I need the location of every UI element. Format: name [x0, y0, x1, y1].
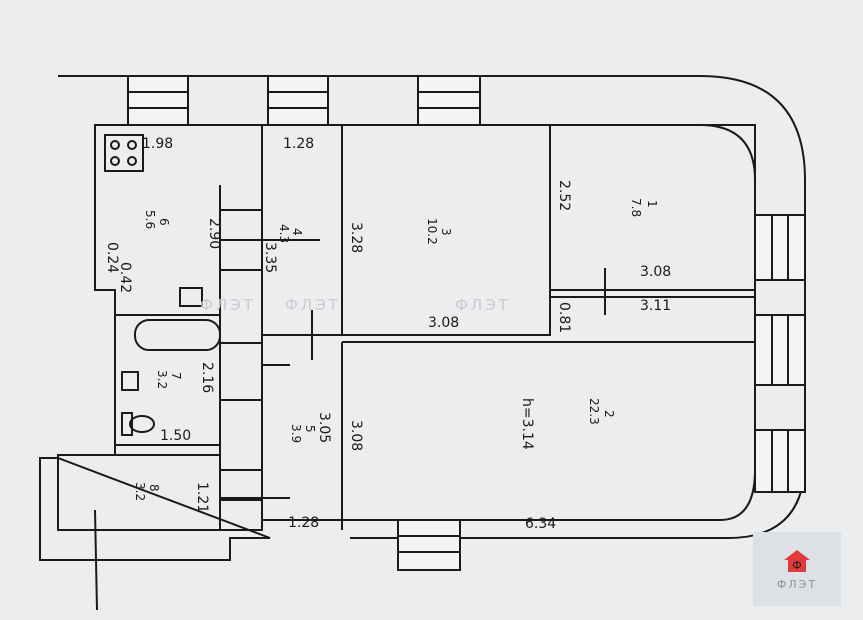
dimension-label: 3.11 [640, 298, 671, 314]
room-number: 6 [157, 218, 171, 226]
dimension-label: 0.42 [117, 262, 133, 293]
interior-walls [57, 124, 756, 611]
room-number: 7 [169, 372, 183, 380]
height-label: h=3.14 [519, 398, 535, 450]
dimensions: 1.98 1.28 2.90 3.35 3.28 2.52 0.24 0.42 … [104, 136, 671, 532]
room-area: 3.9 [289, 424, 303, 443]
room-area: 10.2 [425, 218, 439, 245]
dimension-label: 1.21 [194, 482, 210, 513]
room-area: 22.3 [587, 398, 601, 425]
windows [127, 75, 806, 571]
room-area: 4.3 [277, 224, 291, 243]
dimension-label: 2.90 [206, 218, 222, 249]
room-number: 3 [439, 228, 453, 236]
watermark-text: ФЛЭТ [200, 296, 256, 314]
dimension-label: 3.08 [640, 264, 671, 280]
watermark-text: ФЛЭТ [285, 296, 341, 314]
watermark: ФЛЭТ ФЛЭТ ФЛЭТ [200, 296, 511, 314]
room-number: 2 [602, 410, 616, 418]
logo-icon: Ф [784, 549, 810, 572]
dimension-label: 1.50 [160, 428, 191, 444]
dimension-label: 1.98 [142, 136, 173, 152]
room-area: 3.2 [155, 370, 169, 389]
dimension-label: 3.28 [348, 222, 364, 253]
dimension-label: 1.28 [283, 136, 314, 152]
dimension-label: 2.52 [556, 180, 572, 211]
room-area: 3.2 [133, 482, 147, 501]
room-number: 4 [290, 228, 304, 236]
dimension-label: 0.81 [556, 302, 572, 333]
dimension-label: 3.05 [316, 412, 332, 443]
dimension-label: 3.08 [428, 315, 459, 331]
room-number: 8 [147, 484, 161, 492]
brand-logo: Ф ФЛЭТ [753, 532, 841, 606]
room-area: 7.8 [629, 198, 643, 217]
logo-text: ФЛЭТ [776, 577, 818, 591]
room-labels: 6 5.6 4 4.3 3 10.2 1 7.8 7 3.2 5 3.9 2 2… [133, 198, 659, 501]
dimension-label: 0.24 [104, 242, 120, 273]
room-area: 5.6 [143, 210, 157, 229]
room-number: 5 [303, 425, 317, 433]
dimension-label: 6.34 [525, 516, 556, 532]
room-number: 1 [645, 200, 659, 208]
svg-text:Ф: Ф [792, 559, 801, 572]
dimension-label: 3.35 [262, 242, 278, 273]
dimension-label: 3.08 [348, 420, 364, 451]
watermark-text: ФЛЭТ [455, 296, 511, 314]
dimension-label: 2.16 [199, 362, 215, 393]
dimension-label: 1.28 [288, 515, 319, 531]
